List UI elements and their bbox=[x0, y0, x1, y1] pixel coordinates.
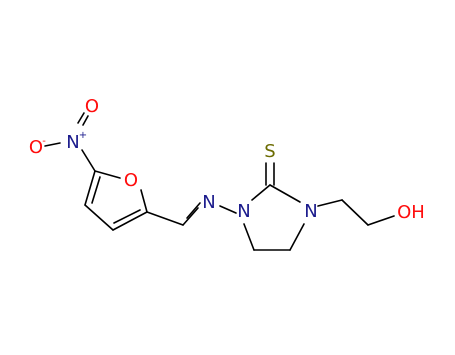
bond-n3-ch2 bbox=[317, 199, 343, 207]
atom-ring-n3: N bbox=[304, 201, 317, 222]
bond-furan-c2-c3-double bbox=[113, 209, 141, 224]
charge-plus: + bbox=[79, 130, 87, 141]
bond-nitro-n-furan bbox=[81, 149, 96, 172]
atom-hydroxyl: OH bbox=[397, 202, 425, 223]
atom-nitro-n: N bbox=[66, 132, 79, 153]
bond-ch2-oh bbox=[367, 215, 395, 226]
bond-furan-o-c2 bbox=[140, 189, 148, 213]
atom-nitro-o-top: O bbox=[85, 96, 99, 117]
bond-nitro-o-left bbox=[44, 142, 61, 147]
bond-n3-c4 bbox=[289, 223, 305, 251]
bond-nitro-o-top-double bbox=[77, 112, 85, 124]
bond-ch2-ch2 bbox=[341, 199, 369, 226]
bond-ch-n bbox=[182, 207, 199, 226]
bond-n-n bbox=[219, 205, 237, 214]
bond-furan-c2-c3 bbox=[112, 211, 148, 231]
bond-furan-ch bbox=[146, 211, 184, 226]
bond-furan-c3-c4 bbox=[84, 204, 114, 231]
bond-nitro-o-top bbox=[82, 115, 89, 126]
bonds bbox=[44, 112, 395, 251]
bond-ch-n-double bbox=[186, 202, 201, 219]
bond-furan-c5-o bbox=[94, 170, 121, 179]
atom-imine-n: N bbox=[202, 192, 215, 213]
atom-ring-n1: N bbox=[237, 201, 250, 222]
bond-furan-c4-c5-double bbox=[91, 176, 101, 204]
bond-c5-n1 bbox=[243, 223, 255, 251]
bond-n1-c2 bbox=[251, 184, 271, 201]
atom-nitro-o-left: O bbox=[29, 137, 43, 158]
atom-furan-o: O bbox=[124, 170, 138, 191]
atom-thione-s: S bbox=[264, 141, 275, 162]
bond-furan-c4-c5 bbox=[84, 170, 96, 206]
bond-c2-n3 bbox=[269, 184, 301, 203]
atom-labels: O O N + - O N N N S OH bbox=[29, 96, 425, 223]
charge-minus: - bbox=[42, 136, 46, 147]
